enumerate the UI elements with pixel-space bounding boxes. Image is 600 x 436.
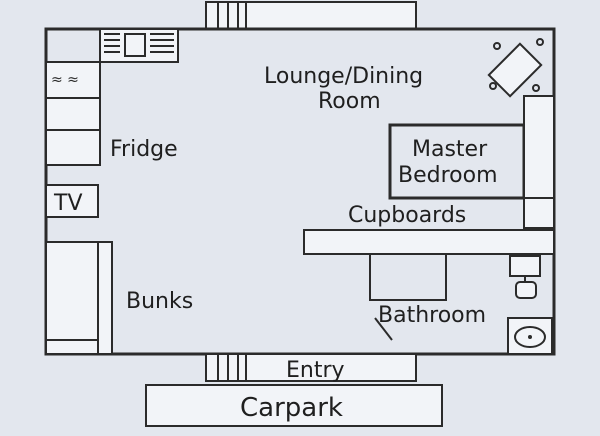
label-lounge-line1: Lounge/Dining bbox=[264, 64, 423, 89]
label-bunks: Bunks bbox=[126, 289, 193, 314]
carpark-area bbox=[145, 384, 443, 427]
label-master-line1: Master bbox=[412, 137, 488, 162]
label-entry: Entry bbox=[286, 358, 345, 383]
label-tv: TV bbox=[53, 191, 83, 216]
label-fridge: Fridge bbox=[110, 137, 178, 162]
sink-icon bbox=[507, 317, 553, 355]
bunk-beds bbox=[45, 241, 113, 355]
top-window bbox=[205, 1, 417, 30]
cupboards-unit bbox=[303, 229, 555, 255]
fridge-unit bbox=[45, 129, 101, 166]
label-carpark: Carpark bbox=[240, 393, 343, 423]
label-cupboards: Cupboards bbox=[348, 203, 466, 228]
entry-steps bbox=[205, 353, 417, 382]
kitchen-bench: ≈ ≈ bbox=[45, 61, 101, 131]
label-lounge-line2: Room bbox=[318, 89, 381, 114]
label-bathroom: Bathroom bbox=[378, 303, 486, 328]
svg-text:≈ ≈: ≈ ≈ bbox=[51, 72, 79, 88]
master-bedroom bbox=[388, 95, 555, 229]
label-master-line2: Bedroom bbox=[398, 163, 498, 188]
stove-icon bbox=[99, 28, 179, 63]
dining-table-icon bbox=[487, 38, 544, 98]
tv-cabinet bbox=[45, 184, 99, 218]
bathroom bbox=[369, 253, 541, 341]
